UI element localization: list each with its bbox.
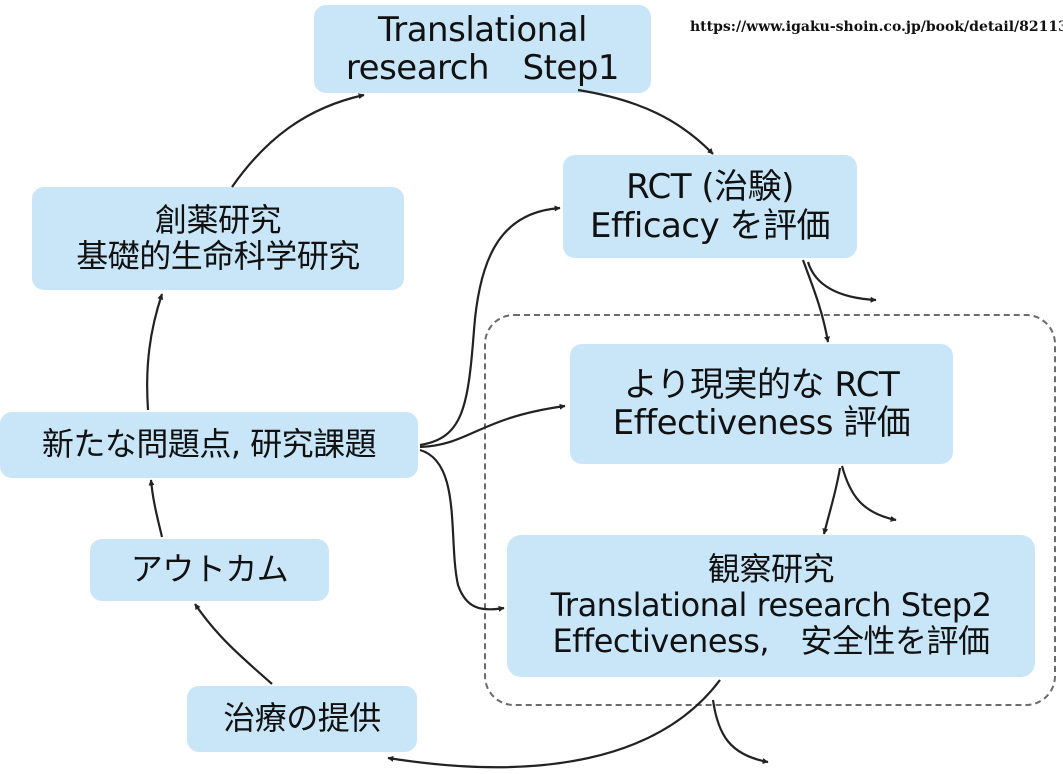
source-url: https://www.igaku-shoin.co.jp/book/detai… xyxy=(690,19,1063,35)
node-treatment: 治療の提供 xyxy=(187,686,417,752)
arrow-issues-to-realistic xyxy=(419,403,566,449)
arrow-issues-to-rct xyxy=(419,205,561,447)
arrow-issues-to-observational xyxy=(419,448,505,612)
node-rct-efficacy-line-2: Efficacy を評価 xyxy=(589,205,831,246)
arrow-step1-to-rct xyxy=(577,88,714,155)
effectiveness-group-frame xyxy=(484,314,1056,706)
node-new-issues: 新たな問題点, 研究課題 xyxy=(0,412,418,478)
arrow-realistic-to-observational xyxy=(822,467,842,535)
node-rct-efficacy: RCT (治験) Efficacy を評価 xyxy=(563,155,857,258)
node-realistic-rct-line-1: より現実的な RCT xyxy=(623,364,900,405)
arrow-observational-to-treatment xyxy=(387,679,721,769)
node-outcome-line-1: アウトカム xyxy=(130,550,289,589)
node-treatment-line-1: 治療の提供 xyxy=(223,699,381,738)
arrow-rct-branch-out xyxy=(806,261,877,303)
arrow-issues-to-discovery xyxy=(146,293,164,411)
arrow-realistic-branch-out xyxy=(840,465,897,522)
node-observational-line-3: Effectiveness, 安全性を評価 xyxy=(552,621,990,660)
arrow-discovery-to-step1 xyxy=(231,93,365,188)
node-rct-efficacy-line-1: RCT (治験) xyxy=(626,167,794,208)
node-drug-discovery-line-1: 創薬研究 xyxy=(154,200,282,239)
arrow-outcome-to-issues xyxy=(148,479,164,538)
node-drug-discovery-line-2: 基礎的生命科学研究 xyxy=(76,236,360,275)
node-new-issues-line-1: 新たな問題点, 研究課題 xyxy=(41,425,377,464)
arrow-observational-branch-out xyxy=(711,699,769,764)
node-translational-step1: Translational research Step1 xyxy=(314,5,651,93)
node-observational-line-1: 観察研究 xyxy=(707,550,835,589)
node-drug-discovery: 創薬研究 基礎的生命科学研究 xyxy=(32,187,404,290)
node-observational: 観察研究 Translational research Step2 Effect… xyxy=(507,535,1035,677)
node-realistic-rct: より現実的な RCT Effectiveness 評価 xyxy=(570,344,953,464)
node-realistic-rct-line-2: Effectiveness 評価 xyxy=(612,403,911,443)
arrow-rct-to-realistic xyxy=(801,259,831,343)
arrow-treatment-to-outcome xyxy=(194,603,273,685)
node-outcome: アウトカム xyxy=(90,539,329,601)
node-observational-line-2: Translational research Step2 xyxy=(550,586,992,625)
node-translational-step1-line-2: research Step1 xyxy=(345,48,620,88)
node-translational-step1-line-1: Translational xyxy=(377,9,588,50)
